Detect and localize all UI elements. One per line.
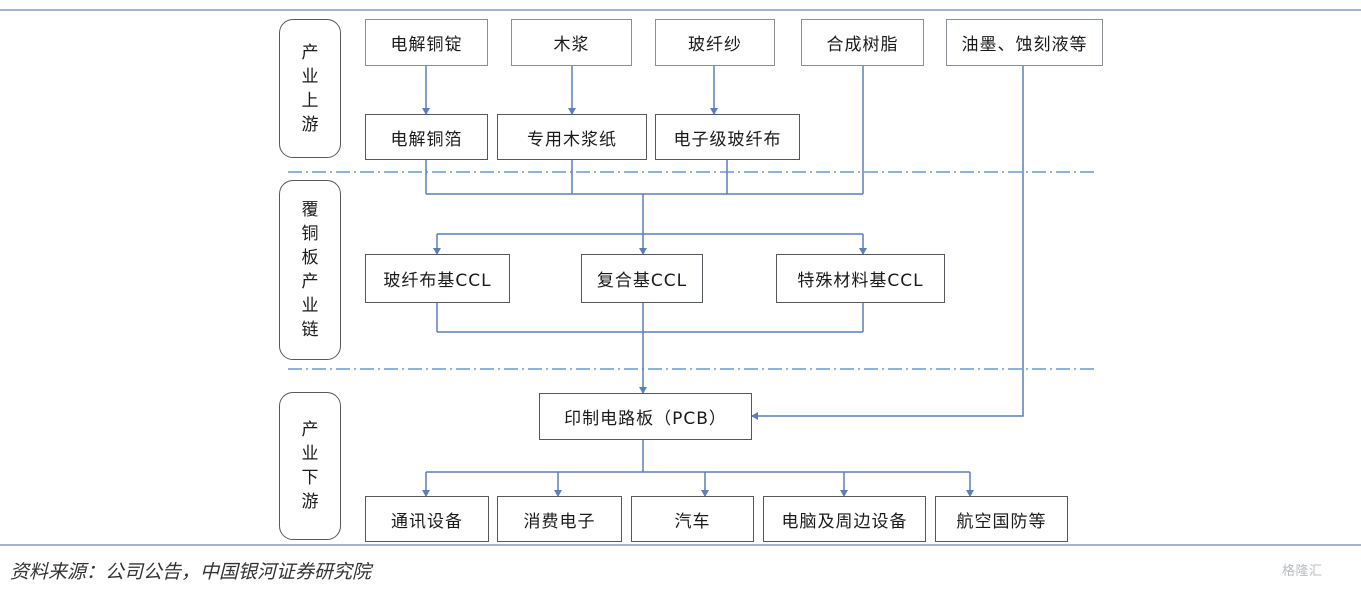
- node-glass-yarn: 玻纤纱: [655, 19, 775, 66]
- stage-ccl-char: 覆: [301, 200, 319, 220]
- node-wood-pulp: 木浆: [511, 19, 632, 66]
- stage-ccl-char: 业: [301, 296, 319, 316]
- node-aerospace-defense: 航空国防等: [935, 496, 1068, 542]
- node-glass-cloth: 电子级玻纤布: [655, 114, 800, 160]
- node-computer-peripherals: 电脑及周边设备: [763, 496, 926, 542]
- stage-downstream-char: 业: [301, 444, 319, 464]
- stage-upstream: 产 业 上 游: [279, 19, 341, 158]
- stage-downstream-char: 下: [301, 468, 319, 488]
- stage-downstream-char: 游: [301, 492, 319, 512]
- node-copper-foil: 电解铜箔: [365, 114, 488, 160]
- node-glass-ccl: 玻纤布基CCL: [365, 254, 510, 303]
- stage-upstream-char: 游: [301, 114, 319, 135]
- node-automotive: 汽车: [631, 496, 754, 542]
- watermark-logo: 格隆汇: [1282, 564, 1323, 579]
- node-composite-ccl: 复合基CCL: [581, 254, 703, 303]
- node-telecom: 通讯设备: [365, 496, 489, 542]
- stage-upstream-char: 上: [301, 90, 319, 111]
- node-special-ccl: 特殊材料基CCL: [776, 254, 945, 303]
- node-synthetic-resin: 合成树脂: [801, 19, 924, 66]
- stage-upstream-char: 产: [301, 42, 319, 63]
- stage-ccl-chain: 覆 铜 板 产 业 链: [279, 180, 341, 360]
- stage-ccl-char: 板: [301, 248, 319, 268]
- stage-ccl-char: 产: [301, 272, 319, 292]
- stage-downstream: 产 业 下 游: [279, 392, 341, 540]
- node-consumer-electronics: 消费电子: [497, 496, 622, 542]
- source-note: 资料来源：公司公告，中国银河证券研究院: [10, 561, 372, 583]
- bottom-rule: [0, 544, 1361, 546]
- stage-ccl-char: 链: [301, 320, 319, 340]
- stage-ccl-char: 铜: [301, 224, 319, 244]
- node-pcb: 印制电路板（PCB）: [539, 393, 752, 440]
- stage-upstream-char: 业: [301, 66, 319, 87]
- top-rule: [0, 9, 1361, 11]
- node-ink-etchant: 油墨、蚀刻液等: [946, 19, 1103, 66]
- stage-downstream-char: 产: [301, 420, 319, 440]
- node-pulp-paper: 专用木浆纸: [497, 114, 647, 160]
- node-copper-ingot: 电解铜锭: [365, 19, 488, 66]
